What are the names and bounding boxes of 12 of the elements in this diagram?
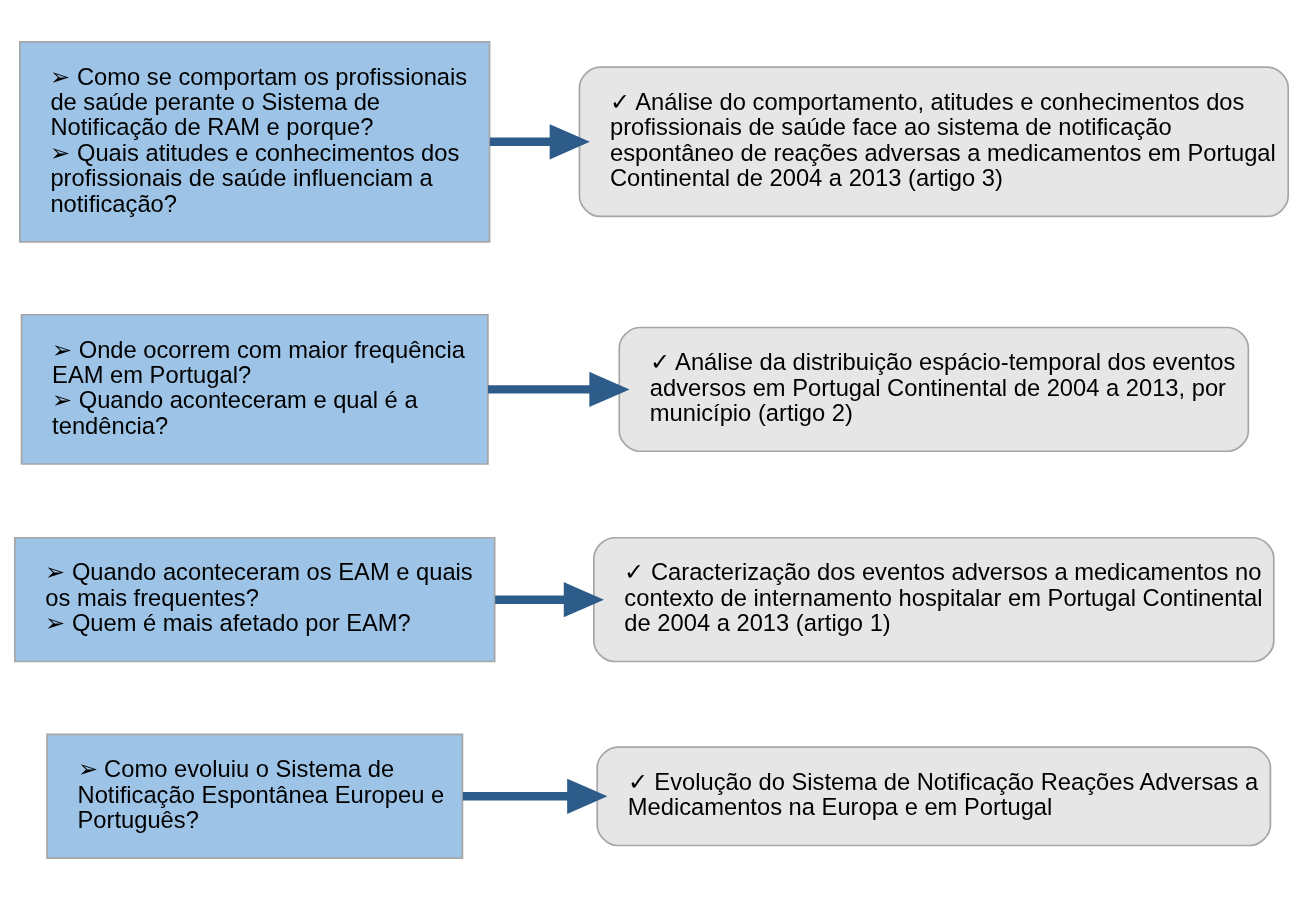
node-box: ✓ Caracterização dos eventos adversos a medicamentos no contexto de internamento hospitalar em Portugal Continental de 2004 a 2013 (artigo 1) [593, 536, 1275, 663]
arrow [495, 582, 604, 618]
arrow [489, 124, 590, 160]
node-box: ✓ Análise do comportamento, atitudes e conhecimentos dos profissionais de saúde face ao sistema de notificação espontâneo de reações adversas a medicamentos em Portugal Continental de 2004 a 2013 (artigo 3) [578, 66, 1290, 218]
node-box: ➢ Onde ocorrem com maior frequência EAM em Portugal? ➢ Quando aconteceram e qual é a tendência? [20, 313, 489, 465]
arrow [462, 778, 608, 814]
node-box: ✓ Evolução do Sistema de Notificação Reações Adversas a Medicamentos na Europa e em Portugal [596, 746, 1272, 847]
node-box: ➢ Como se comportam os profissionais de saúde perante o Sistema de Notificação de RAM e porque? ➢ Quais atitudes e conhecimentos dos profissionais de saúde influenciam a notificação? [19, 40, 491, 243]
node-box: ✓ Análise da distribuição espácio-temporal dos eventos adversos em Portugal Continental de 2004 a 2013, por município (artigo 2) [618, 326, 1250, 453]
node-box: ➢ Quando aconteceram os EAM e quais os mais frequentes? ➢ Quem é mais afetado por EAM? [13, 536, 496, 663]
node-box: ➢ Como evoluiu o Sistema de Notificação Espontânea Europeu e Português? [46, 733, 464, 860]
arrow [488, 371, 630, 407]
